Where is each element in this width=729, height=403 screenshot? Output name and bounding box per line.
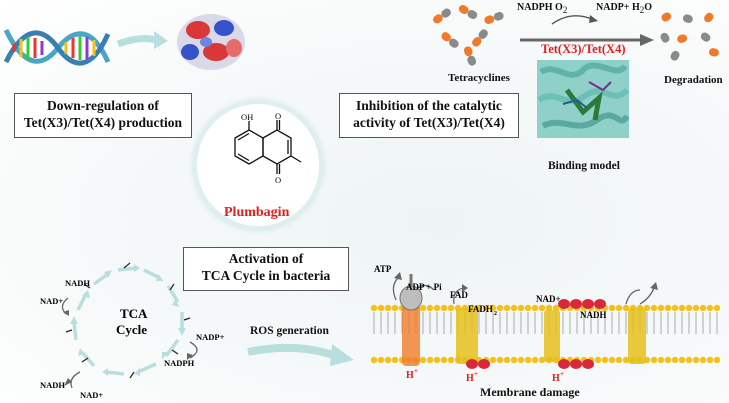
membrane-diagram: ATP ADP + Pi FAD FADH 2 NAD+ NADH H + H … (370, 264, 721, 384)
o2-subscript: 2 (562, 5, 568, 15)
proton-label-2: H (466, 373, 474, 384)
h2o-subscript: 2 (639, 5, 645, 15)
tca-box-line1: Activation of (228, 251, 304, 266)
dna-helix-icon (4, 28, 110, 66)
products-right-text: NADP+ H (596, 2, 640, 13)
inhibition-box: Inhibition of the catalytic activity of … (339, 93, 519, 138)
tca-nadh-top: NADH (65, 278, 90, 288)
tca-box-line2: TCA Cycle in bacteria (201, 268, 331, 283)
downregulation-line2: Tet(X3)/Tet(X4) production (23, 115, 183, 130)
nadh-label: NADH (580, 310, 607, 320)
enzyme-label: Tet(X3)/Tet(X4) (541, 42, 626, 56)
tca-activation-box: Activation of TCA Cycle in bacteria (183, 247, 349, 291)
fadh2-label: FADH (468, 304, 493, 314)
o-top-label: O (275, 112, 281, 121)
nad-label: NAD+ (536, 294, 561, 304)
ros-label: ROS generation (250, 325, 329, 337)
tca-nad-bottom: NAD+ (80, 390, 103, 400)
binding-model-image (537, 60, 629, 138)
products-right-tail: O (644, 2, 653, 13)
tca-nadp-right: NADP+ (196, 332, 225, 342)
proton-sup-3: + (560, 370, 564, 378)
o-bottom-label: O (275, 175, 281, 185)
tca-title-line1: TCA (120, 306, 148, 321)
inhibition-line1: Inhibition of the catalytic (356, 98, 502, 113)
tca-nad-left: NAD+ (40, 296, 63, 306)
fad-label: FAD (450, 290, 468, 300)
fadh2-subscript: 2 (494, 311, 497, 317)
adp-label: ADP + Pi (406, 282, 442, 292)
protein-surface-icon (177, 14, 245, 70)
inhibition-line2: activity of Tet(X3)/Tet(X4) (353, 115, 505, 130)
tetracycline-capsules-icon (433, 5, 504, 66)
degraded-capsules-icon (660, 12, 719, 61)
proton-label-3: H (552, 373, 560, 384)
atp-label: ATP (374, 264, 392, 274)
reaction-arrows (520, 15, 654, 46)
proton-sup-1: + (414, 367, 418, 375)
downregulation-box: Down-regulation of Tet(X3)/Tet(X4) produ… (14, 93, 192, 138)
ros-arrow (247, 343, 354, 366)
products-right: NADP+ H2O (596, 2, 652, 15)
proton-sup-2: + (474, 370, 478, 378)
tca-title-line2: Cycle (116, 322, 147, 337)
cofactors-left-text: NADPH O (517, 2, 563, 13)
substrate-label: Tetracyclines (448, 72, 510, 84)
plumbagin-structure: OH O O (234, 112, 302, 185)
expression-arrow (116, 31, 168, 49)
downregulation-line1: Down-regulation of (47, 98, 159, 113)
tca-nadh-bottom: NADH (40, 380, 65, 390)
oh-label: OH (241, 112, 253, 122)
compound-name: Plumbagin (224, 205, 290, 220)
proton-label-1: H (406, 370, 414, 381)
tca-cycle-diagram: TCA Cycle NADH NAD+ NADP+ NADPH NADH NAD… (40, 262, 225, 400)
membrane-caption: Membrane damage (480, 385, 580, 399)
plumbagin-circle (193, 100, 323, 230)
product-label: Degradation (664, 74, 723, 86)
tca-nadph-right: NADPH (164, 358, 195, 368)
binding-caption: Binding model (548, 160, 620, 172)
cofactors-left: NADPH O2 (517, 2, 567, 15)
